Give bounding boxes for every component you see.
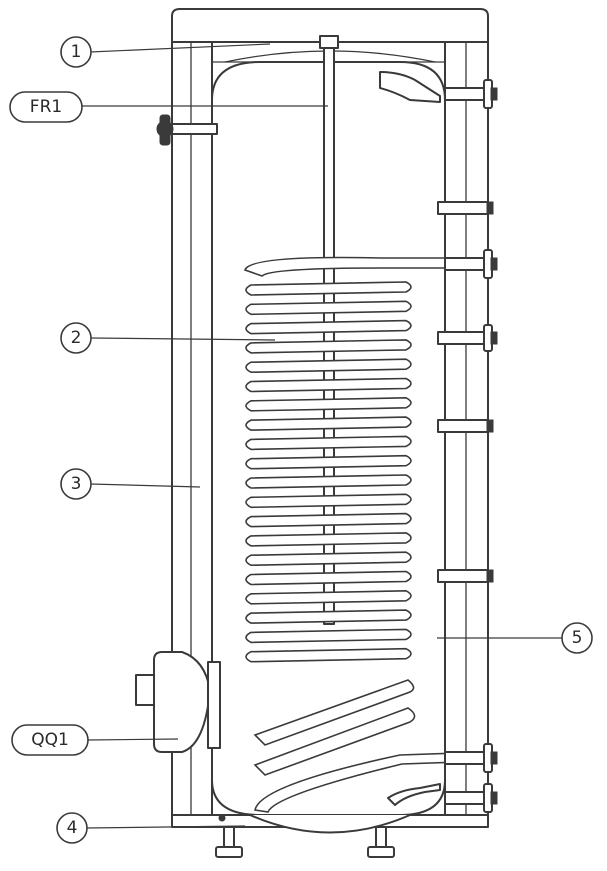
- feet: [215, 814, 395, 858]
- coil-loop: [245, 609, 412, 624]
- top-cap: [171, 8, 489, 43]
- coil-loop: [245, 570, 412, 586]
- foot-left-pad: [215, 846, 243, 858]
- coil-loop: [245, 589, 412, 605]
- drain-plug: [218, 814, 226, 822]
- connection-4: [437, 324, 498, 352]
- callout-qq1: QQ1: [11, 724, 89, 756]
- connection-8: [444, 783, 498, 813]
- callout-5: 5: [561, 622, 593, 654]
- connection-1: [444, 79, 498, 109]
- coil-loop: [245, 416, 412, 431]
- callout-5-label: 5: [572, 628, 583, 648]
- leader-3: [89, 483, 201, 488]
- leader-4: [85, 825, 246, 829]
- coil-zigzag-2: [253, 707, 416, 776]
- callout-3-label: 3: [71, 474, 82, 494]
- callout-2: 2: [60, 322, 92, 354]
- callout-4-label: 4: [67, 818, 78, 838]
- coil-loop: [245, 474, 412, 489]
- coil-loop: [245, 454, 412, 470]
- connection-7: [444, 743, 498, 773]
- coil-zigzag-1: [253, 679, 415, 746]
- coil-loop: [245, 512, 412, 528]
- coil-loop: [245, 551, 412, 567]
- coil-loop: [245, 532, 412, 547]
- leader-qq1: [87, 738, 179, 741]
- callout-fr1: FR1: [9, 91, 83, 123]
- callout-1: 1: [60, 36, 92, 68]
- coil-loop: [245, 647, 412, 663]
- callout-fr1-label: FR1: [30, 97, 62, 117]
- callout-1-label: 1: [71, 42, 82, 62]
- leader-2: [89, 337, 276, 341]
- coil-loop: [245, 339, 412, 354]
- leader-1: [89, 43, 271, 53]
- connection-5: [437, 419, 494, 433]
- coil-loop: [245, 319, 412, 335]
- coil-loop: [245, 281, 412, 296]
- tank-bottom-dome: [249, 814, 411, 834]
- connection-2: [437, 201, 494, 215]
- coil-loop: [245, 300, 412, 316]
- anode-cap: [319, 35, 339, 49]
- callout-qq1-label: QQ1: [31, 730, 69, 750]
- flange-stub: [135, 674, 155, 706]
- foot-right-pad: [367, 846, 395, 858]
- top-hook: [379, 71, 441, 103]
- coil-loop: [245, 358, 412, 374]
- callout-3: 3: [60, 468, 92, 500]
- electric-heater-flange: [135, 651, 221, 753]
- foot-right-stem: [375, 826, 387, 850]
- coil-loop: [245, 435, 412, 451]
- leader-lines: [82, 43, 562, 829]
- coil-loop: [245, 628, 412, 644]
- coil-loop: [245, 396, 412, 412]
- thermometer-stem: [159, 114, 171, 146]
- heat-exchanger-coil: [243, 256, 461, 813]
- connection-6: [437, 569, 494, 583]
- coil-loop: [245, 377, 412, 393]
- callout-2-label: 2: [71, 328, 82, 348]
- connection-3: [444, 249, 498, 279]
- right-connections: [437, 79, 498, 813]
- callout-4: 4: [56, 812, 88, 844]
- foot-left-stem: [223, 826, 235, 850]
- thermometer-pipe: [171, 123, 218, 135]
- bottom-hook: [387, 783, 441, 806]
- flange-plate: [207, 661, 221, 749]
- coil-loop: [245, 493, 412, 509]
